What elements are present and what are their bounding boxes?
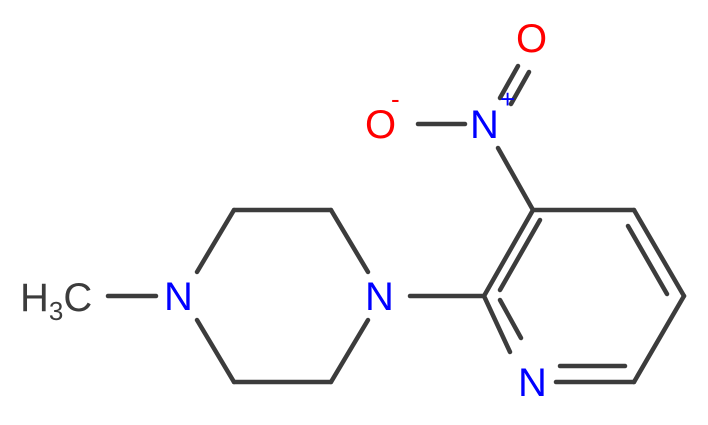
methyl-c: C xyxy=(63,276,92,320)
bond-nitro-o-double-a xyxy=(497,63,521,101)
atom-n-pyridine: N xyxy=(518,361,547,405)
atom-n-piperazine-1: N xyxy=(164,275,193,319)
bond-c5-c6-pyridine xyxy=(631,293,687,385)
bond-n-c2-pyridine xyxy=(481,293,513,355)
bond-c6-n1 xyxy=(194,317,237,385)
atom-o-double: O xyxy=(516,17,547,61)
bond-c2-c3-pyridine-inner xyxy=(497,217,543,293)
bond-c3-nitro xyxy=(495,145,536,213)
bond-c3-n4 xyxy=(328,207,371,275)
charge-o-single: - xyxy=(391,84,400,114)
atom-n-nitro: N xyxy=(470,103,499,147)
methyl-h: H xyxy=(20,276,49,320)
atom-o-single: O xyxy=(365,103,396,147)
bonds xyxy=(105,63,687,385)
bond-c4-c5-pyridine xyxy=(631,207,687,299)
bond-n4-c5 xyxy=(328,317,371,385)
atom-labels: H3C N N N N + O O - xyxy=(20,17,547,405)
bond-n-c2-pyridine-inner xyxy=(497,297,524,341)
charge-n-nitro: + xyxy=(500,84,515,114)
bond-nitro-o-double-b xyxy=(508,69,532,107)
bond-c4-c5-pyridine-inner xyxy=(625,223,670,297)
bond-c2-c3-pyridine xyxy=(481,207,536,299)
atom-methyl: H3C xyxy=(20,276,92,326)
methyl-subscript: 3 xyxy=(49,296,63,326)
bond-n1-c2 xyxy=(194,207,237,275)
atom-n-piperazine-4: N xyxy=(365,275,394,319)
